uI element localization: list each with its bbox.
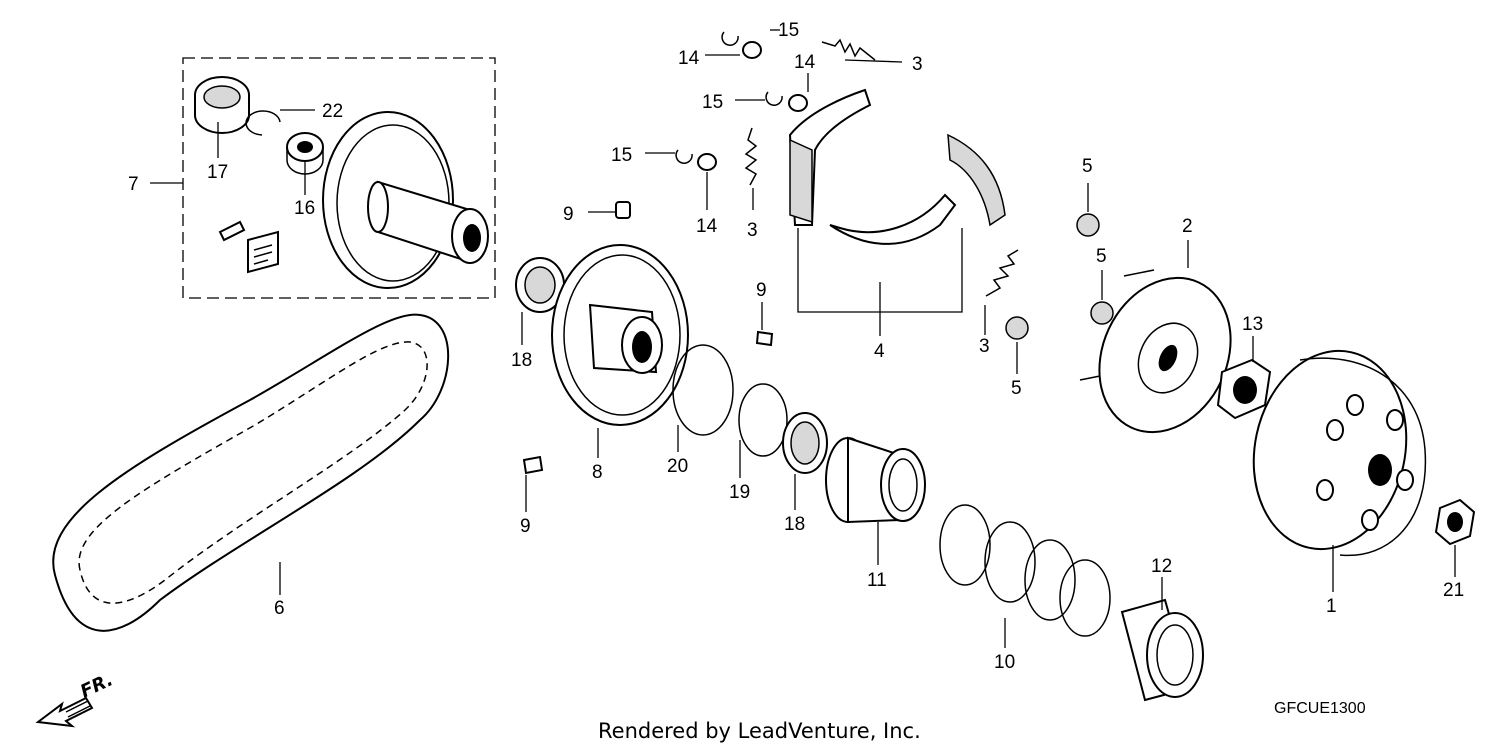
callout-9-mid: 9 [756, 280, 767, 301]
callout-7: 7 [128, 174, 139, 195]
instruction-label-part [247, 230, 279, 274]
callout-1: 1 [1326, 596, 1337, 617]
callout-18-left: 18 [511, 350, 532, 371]
callout-14-top: 14 [678, 48, 700, 69]
lock-nut-part [1434, 498, 1476, 546]
callout-10: 10 [994, 652, 1015, 673]
clutch-shoe-part [788, 88, 872, 226]
washer-part-2 [788, 94, 808, 112]
callout-3-mid: 3 [747, 220, 758, 241]
guide-pin-part-3 [522, 455, 544, 475]
driven-face-part [551, 244, 689, 426]
callout-18-right: 18 [784, 514, 805, 535]
return-spring-part-2 [744, 127, 758, 186]
oil-seal-part-2 [782, 412, 828, 474]
clutch-outer-part [1252, 349, 1427, 557]
callout-15-top: 15 [778, 20, 799, 41]
damper-rubber-part [1076, 213, 1100, 237]
callout-9-top: 9 [563, 204, 574, 225]
callout-3-top: 3 [912, 54, 923, 75]
clip-part [721, 31, 739, 46]
return-spring-part-3 [985, 249, 1019, 297]
oil-seal-part [515, 257, 565, 313]
washer-part [742, 41, 762, 59]
clutch-shoe-part-2 [829, 133, 1006, 245]
special-nut-part [1216, 358, 1272, 420]
guide-pin-part [615, 201, 631, 219]
seal-collar-part [825, 436, 926, 524]
callout-15-bottom: 15 [611, 145, 632, 166]
ball-bearing-part [286, 132, 324, 175]
callout-20: 20 [667, 456, 688, 477]
callout-15-mid: 15 [702, 92, 723, 113]
leader-lines [150, 29, 1456, 648]
assembly-7-dashed-box [182, 57, 496, 299]
drive-face-part [322, 111, 489, 289]
callout-4: 4 [874, 341, 885, 362]
credit-line: Rendered by LeadVenture, Inc. [598, 719, 921, 743]
callout-8: 8 [592, 462, 603, 483]
callout-5-bottom: 5 [1011, 378, 1022, 399]
callout-14-mid: 14 [794, 52, 816, 73]
callout-13: 13 [1242, 314, 1263, 335]
damper-rubber-part-3 [1005, 316, 1029, 340]
front-direction-arrow-icon [35, 696, 94, 728]
circlip-part [245, 110, 281, 136]
o-ring-part-2 [738, 383, 788, 457]
needle-bearing-part [194, 76, 250, 134]
drive-belt-part [52, 313, 450, 632]
callout-5-top: 5 [1082, 156, 1093, 177]
clip-part-3 [675, 149, 693, 164]
driven-spring-part [939, 504, 1111, 637]
callout-21: 21 [1443, 580, 1464, 601]
guide-pin-part-2 [755, 330, 774, 347]
callout-6: 6 [274, 598, 285, 619]
callout-22: 22 [322, 101, 343, 122]
callout-2: 2 [1182, 216, 1193, 237]
callout-11: 11 [867, 570, 887, 591]
return-spring-part [821, 38, 876, 61]
front-direction-label: FR. [77, 669, 116, 702]
callout-5-mid: 5 [1096, 246, 1107, 267]
callout-14-bottom: 14 [696, 216, 718, 237]
diagram-code: GFCUE1300 [1274, 700, 1366, 717]
collar-part [1120, 598, 1204, 702]
callout-19: 19 [729, 482, 750, 503]
damper-rubber-part-2 [1090, 301, 1114, 325]
small-pin-part [218, 220, 246, 242]
o-ring-part [672, 344, 734, 436]
callout-9-bottom: 9 [520, 516, 531, 537]
callout-12: 12 [1151, 556, 1172, 577]
callout-3-right: 3 [979, 336, 990, 357]
callout-16: 16 [294, 198, 315, 219]
washer-part-3 [697, 153, 717, 171]
clip-part-2 [765, 91, 783, 106]
callout-17: 17 [207, 162, 228, 183]
